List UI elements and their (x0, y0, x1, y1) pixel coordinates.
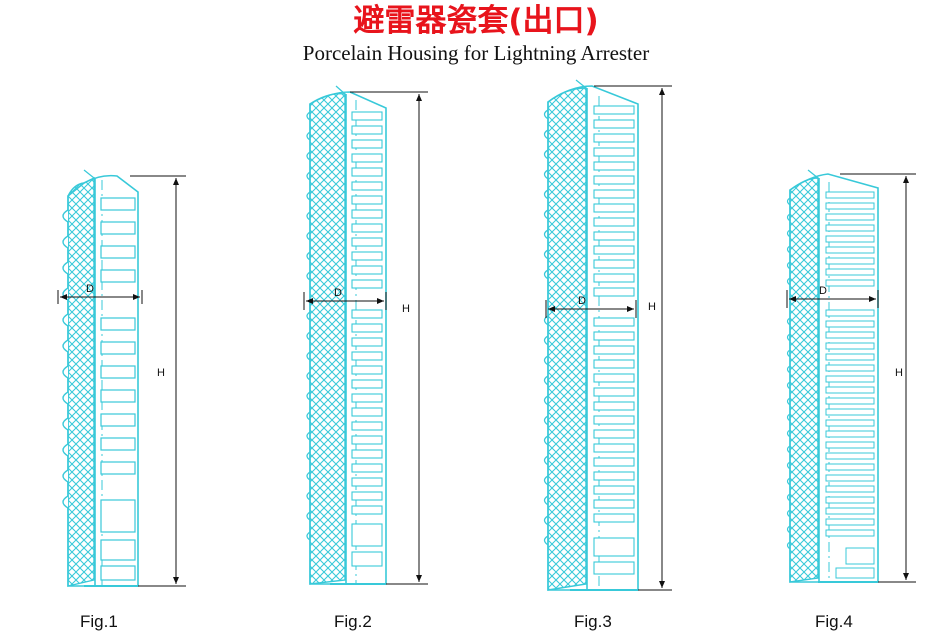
diameter-label-1: D (86, 283, 94, 295)
sheds-2 (306, 111, 311, 541)
figure-caption-3: Fig.3 (574, 612, 612, 631)
figure-4: D H Fig.4 (786, 169, 916, 631)
housing-drawing-1 (62, 169, 139, 587)
title-chinese: 避雷器瓷套(出口) (353, 3, 599, 39)
diameter-dimension-3: D (545, 295, 637, 318)
height-label-2: H (402, 303, 410, 315)
figure-2: D H Fig.2 (303, 85, 428, 631)
sheds-3 (543, 109, 549, 546)
figure-1: D H Fig.1 (57, 169, 186, 631)
height-dimension-1: H (130, 175, 186, 587)
figure-3: D H Fig.3 (543, 79, 672, 631)
height-label-4: H (895, 367, 903, 379)
diameter-dimension-4: D (786, 285, 879, 308)
height-label-3: H (648, 301, 656, 313)
height-label-1: H (157, 367, 165, 379)
inner-ribs-2 (351, 111, 383, 567)
housing-drawing-3 (543, 79, 639, 591)
sheds-1 (62, 209, 69, 509)
inner-ribs-1 (100, 197, 136, 581)
housing-drawing-2 (306, 85, 387, 585)
diameter-dimension-1: D (57, 283, 143, 304)
housing-drawing-4 (786, 169, 879, 583)
title-english: Porcelain Housing for Lightning Arrester (302, 41, 650, 65)
height-dimension-2: H (350, 91, 428, 585)
diameter-label-4: D (819, 285, 827, 297)
height-dimension-3: H (594, 85, 672, 591)
figure-caption-2: Fig.2 (334, 612, 372, 631)
inner-ribs-3 (593, 105, 635, 575)
diameter-dimension-2: D (303, 287, 387, 310)
figure-caption-1: Fig.1 (80, 612, 118, 631)
inner-ribs-4 (825, 191, 875, 579)
figure-caption-4: Fig.4 (815, 612, 853, 631)
sheds-4 (786, 197, 791, 550)
diameter-label-2: D (334, 287, 342, 299)
diameter-label-3: D (578, 295, 586, 307)
height-dimension-4: H (840, 173, 916, 583)
